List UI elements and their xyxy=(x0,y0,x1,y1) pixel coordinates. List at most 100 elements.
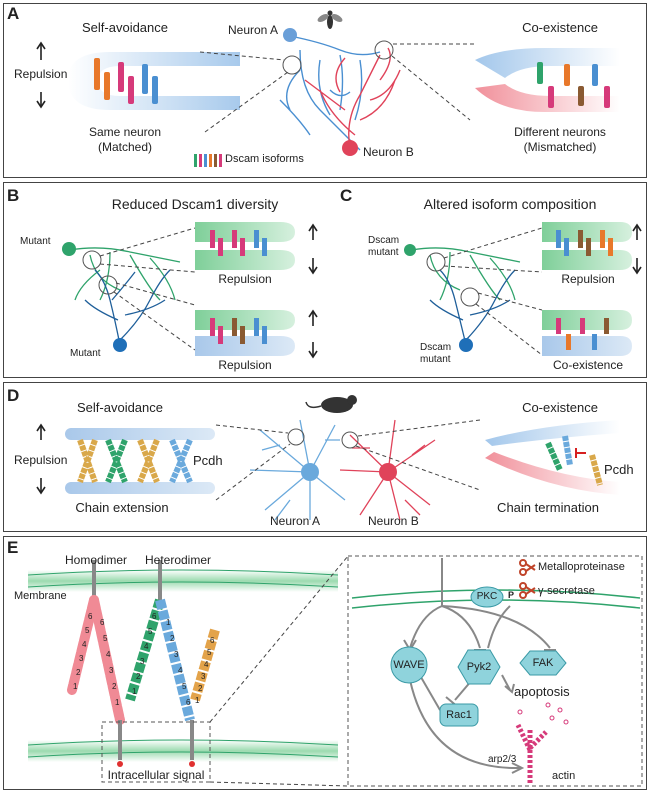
repulsion-arrows-a xyxy=(36,41,46,109)
dscam-mutant-top-1: Dscam xyxy=(368,235,400,246)
fak-label: FAK xyxy=(532,657,554,669)
pkc-label: PKC xyxy=(476,591,498,602)
neuron-b-d xyxy=(339,419,436,521)
chain-domain-number: 3 xyxy=(140,657,145,666)
scissors-icon xyxy=(519,559,536,599)
pkc-node xyxy=(470,586,504,608)
chain-domain-number: 5 xyxy=(207,648,212,657)
gamma-secretase-label: γ-secretase xyxy=(538,585,595,597)
neuron-a-soma xyxy=(283,28,297,42)
chain-domain-number: 6 xyxy=(100,618,105,627)
chain-domain-number: 5 xyxy=(148,627,153,636)
mutant-label-bottom-b: Mutant xyxy=(70,348,101,359)
neuron-b-soma xyxy=(342,140,358,156)
mismatched-label: (Mismatched) xyxy=(523,140,597,154)
zoom-circle-b1 xyxy=(82,250,102,270)
mutant-soma-blue-c xyxy=(459,338,473,352)
chain-domain-number: 5 xyxy=(103,634,108,643)
zoom-circle-d2 xyxy=(341,431,359,449)
chain-domain-number: 6 xyxy=(210,636,215,645)
same-neuron-label: Same neuron xyxy=(88,125,162,139)
neuron-b-label: Neuron B xyxy=(363,145,414,159)
rac1-label: Rac1 xyxy=(446,709,472,721)
neuron-b-label-d: Neuron B xyxy=(368,514,419,528)
pyk2-node xyxy=(457,649,501,685)
chain-domain-number: 6 xyxy=(152,612,157,621)
arp-label: arp2/3 xyxy=(488,754,517,765)
chain-domain-number: 1 xyxy=(166,618,171,627)
chain-domain-number: 4 xyxy=(204,660,209,669)
neuron-b-soma-d xyxy=(379,463,397,481)
dscam-mutant-bottom-1: Dscam xyxy=(420,342,452,353)
chain-domain-number: 1 xyxy=(195,696,200,705)
chain-domain-number: 3 xyxy=(109,666,114,675)
repulsion-arrows-d xyxy=(36,423,46,495)
mutant-soma-blue-b xyxy=(113,338,127,352)
panel-d xyxy=(3,382,647,532)
zoom-lines-c xyxy=(443,227,543,356)
panel-c-label: C xyxy=(340,186,353,205)
actin-label: actin xyxy=(552,770,576,782)
chain-domain-number: 3 xyxy=(174,650,179,659)
pcdh-label-right: Pcdh xyxy=(604,462,634,477)
self-avoidance-label-d: Self-avoidance xyxy=(77,400,163,415)
mutant-soma-green-b xyxy=(62,242,76,256)
chain-domain-number: 2 xyxy=(136,672,141,681)
neuron-a-soma-d xyxy=(301,463,319,481)
panel-d-label: D xyxy=(7,386,20,405)
zoom-circle-c1 xyxy=(426,252,446,272)
chain-domain-number: 1 xyxy=(115,698,120,707)
actin-icon xyxy=(515,723,548,785)
repulsion-box-c xyxy=(542,222,632,270)
membrane-label: Membrane xyxy=(14,590,67,602)
panel-e xyxy=(3,536,647,790)
apoptosis-label: apoptosis xyxy=(514,684,570,699)
repulsion-box-b2 xyxy=(195,310,295,356)
membrane-top xyxy=(27,569,339,592)
neuron-tree-c xyxy=(411,247,521,346)
isoforms-label: Dscam isoforms xyxy=(225,153,304,165)
fak-node xyxy=(519,650,567,676)
zoom-circle-right xyxy=(374,40,394,60)
rac1-node xyxy=(439,703,479,727)
fly-icon xyxy=(317,10,343,29)
repulsion-label-b2: Repulsion xyxy=(218,358,272,372)
isoform-legend-icon xyxy=(194,154,222,167)
coexistence-label-a: Co-existence xyxy=(522,20,598,35)
signaling-box xyxy=(347,555,643,787)
zoom-lines-b xyxy=(99,227,196,351)
repulsion-label-c: Repulsion xyxy=(561,272,615,286)
panel-a-label: A xyxy=(7,4,20,23)
zoom-circle-c2 xyxy=(460,287,480,307)
p-label: P xyxy=(508,590,515,600)
zoom-lines-d xyxy=(215,419,481,501)
repulsion-label-d: Repulsion xyxy=(14,453,68,467)
chain-domain-number: 4 xyxy=(178,666,183,675)
intracellular-label: Intracellular signal xyxy=(107,768,205,782)
heterodimer-label: Heterodimer xyxy=(144,553,212,567)
coexistence-label-d: Co-existence xyxy=(522,400,598,415)
chain-termination-label: Chain termination xyxy=(497,500,599,515)
mutant-label-top-b: Mutant xyxy=(20,236,51,247)
pcdh-wedge-right xyxy=(485,420,620,495)
panel-b-title: Reduced Dscam1 diversity xyxy=(111,196,279,212)
matched-label: (Matched) xyxy=(97,140,153,154)
repulsion-label-b1: Repulsion xyxy=(218,272,272,286)
zoom-circle-d1 xyxy=(287,428,305,446)
wave-label: WAVE xyxy=(393,659,425,671)
chain-domain-number: 5 xyxy=(182,682,187,691)
homodimer-chains xyxy=(67,560,125,760)
neuron-tree-a xyxy=(279,35,401,151)
zoom-lines-a xyxy=(199,43,475,133)
panel-b-label: B xyxy=(7,186,20,205)
actin-monomers xyxy=(517,702,569,725)
repulsion-arrows-b xyxy=(308,223,318,359)
dscam-mutant-top-2: mutant xyxy=(368,247,399,258)
different-neurons-label: Different neurons xyxy=(514,125,606,139)
wave-node xyxy=(390,646,428,684)
neuron-a-label: Neuron A xyxy=(228,23,279,37)
coexistence-box-c xyxy=(542,310,632,356)
chain-domain-number: 1 xyxy=(132,687,137,696)
chain-domain-number: 1 xyxy=(73,682,78,691)
